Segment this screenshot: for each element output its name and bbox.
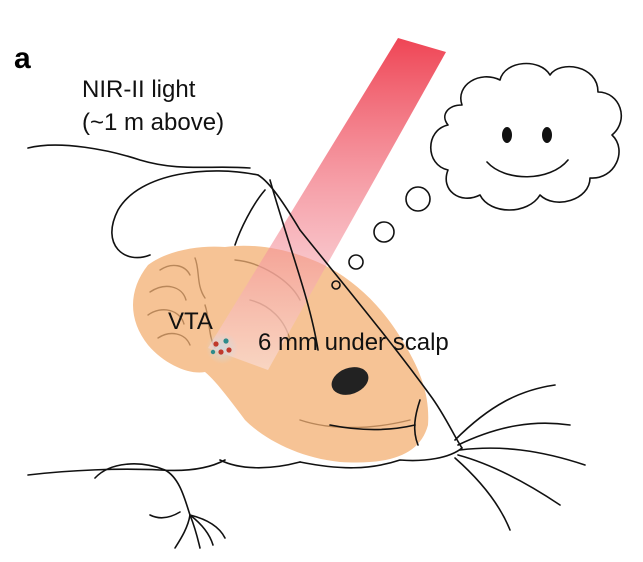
depth-label: 6 mm under scalp [258, 329, 449, 356]
light-label-line2: (~1 m above) [82, 109, 224, 136]
light-beam [208, 38, 446, 370]
eye [331, 367, 369, 395]
mouse-outline [27, 144, 463, 549]
happy-cloud [429, 62, 623, 211]
thought-bubbles [331, 186, 431, 290]
vta-marker [206, 332, 238, 364]
light-label-line1: NIR-II light [82, 76, 196, 103]
whiskers [454, 384, 586, 531]
brain [133, 245, 429, 463]
vta-label: VTA [168, 308, 213, 335]
panel-letter: a [14, 42, 31, 75]
